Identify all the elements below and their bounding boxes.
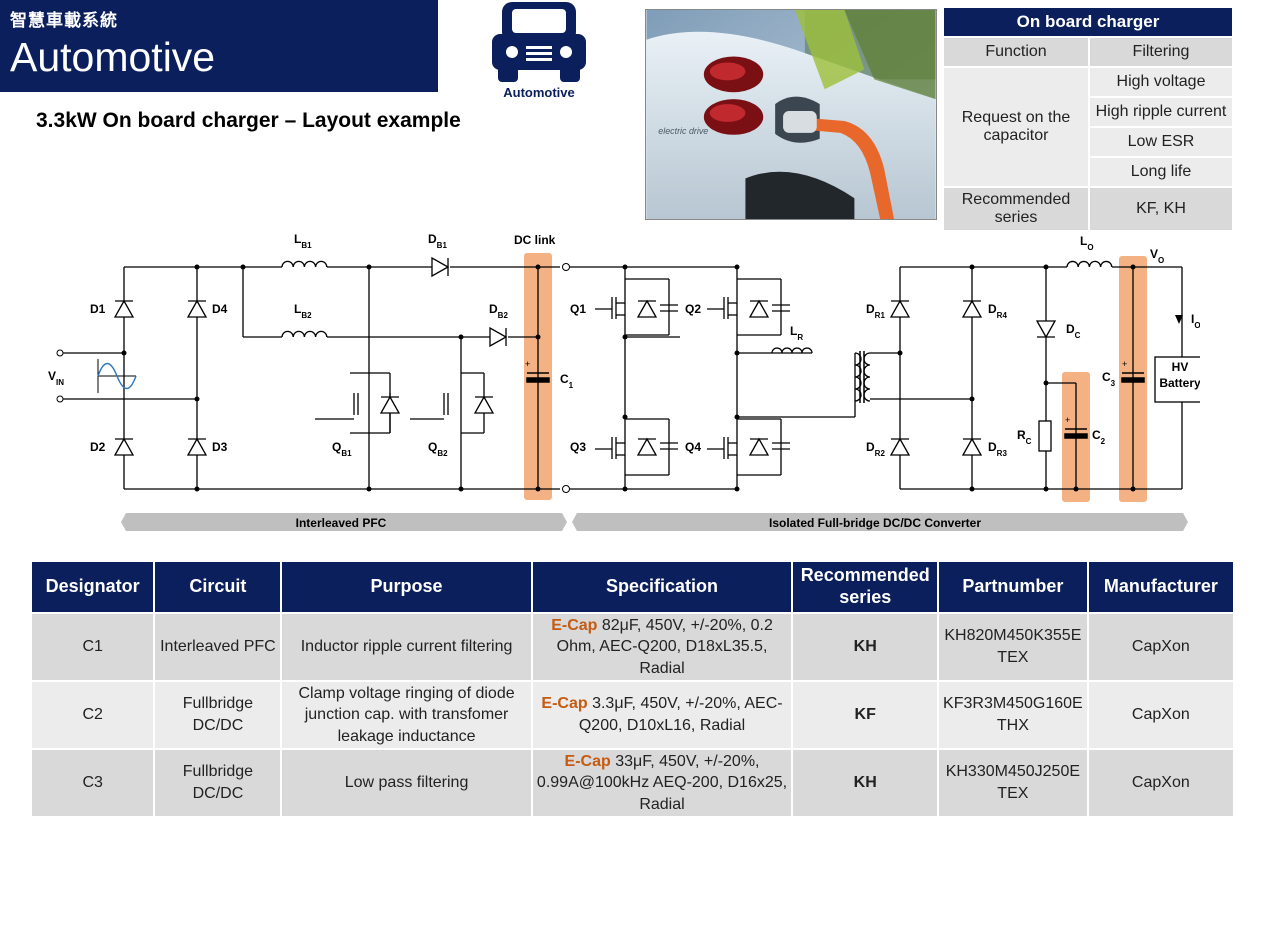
purpose-cell: Low pass filtering [282, 750, 531, 816]
photo-badge-text: electric drive [658, 126, 708, 136]
svg-text:+: + [1122, 359, 1127, 369]
label-c2: C2 [1092, 428, 1106, 446]
request-label: Request on the capacitor [944, 68, 1088, 186]
spec-cell: E-Cap 3.3μF, 450V, +/-20%, AEC-Q200, D10… [532, 682, 792, 748]
label-dr2: DR2 [866, 440, 885, 458]
requirements-table: On board charger Function Filtering Requ… [942, 6, 1234, 232]
label-lo: LO [1080, 234, 1094, 252]
label-d3: D3 [212, 440, 228, 454]
col-header: Purpose [282, 562, 531, 612]
series-cell: KF [793, 682, 938, 748]
spec-tag: E-Cap [551, 616, 598, 634]
label-dr3: DR3 [988, 440, 1007, 458]
svg-text:+: + [1065, 415, 1070, 425]
label-db1: DB1 [428, 232, 447, 250]
request-item: Long life [1090, 158, 1232, 186]
partnumber-cell: KF3R3M450G160E THX [939, 682, 1087, 748]
label-d2: D2 [90, 440, 106, 454]
label-io: IO [1191, 312, 1200, 330]
col-header: Manufacturer [1088, 562, 1233, 612]
purpose-cell: Inductor ripple current filtering [282, 614, 531, 680]
spec-text: 82μF, 450V, +/-20%, 0.2 Ohm, AEC-Q200, D… [556, 616, 773, 677]
spec-cell: E-Cap 82μF, 450V, +/-20%, 0.2 Ohm, AEC-Q… [532, 614, 792, 680]
circuit-schematic: + + + LB1 LB2 DB1 DB2 DC link D1 D4 D2 D… [48, 232, 1200, 531]
label-q1: Q1 [570, 302, 586, 316]
label-dc: DC [1066, 322, 1081, 340]
category-label: 智慧車載系統 [10, 11, 118, 30]
label-qb2: QB2 [428, 440, 448, 458]
capacitor-spec-table: Designator Circuit Purpose Specification… [30, 560, 1235, 818]
circuit-cell: Interleaved PFC [155, 614, 281, 680]
spec-tag: E-Cap [564, 752, 611, 770]
col-header: Circuit [155, 562, 281, 612]
filtering-label: Filtering [1090, 38, 1232, 66]
label-qb1: QB1 [332, 440, 352, 458]
request-item: Low ESR [1090, 128, 1232, 156]
spec-text: 3.3μF, 450V, +/-20%, AEC-Q200, D10xL16, … [578, 695, 783, 734]
automotive-icon-label: Automotive [503, 85, 575, 100]
function-label: Function [944, 38, 1088, 66]
ev-charging-photo: electric drive [645, 9, 937, 220]
spec-text: 33μF, 450V, +/-20%, 0.99A@100kHz AEQ-200… [536, 752, 788, 813]
label-q4: Q4 [685, 440, 701, 454]
label-c3: C3 [1102, 370, 1116, 388]
label-battery-line1: HV [1172, 360, 1189, 374]
label-d1: D1 [90, 302, 106, 316]
circuit-cell: Fullbridge DC/DC [155, 750, 281, 816]
label-dr4: DR4 [988, 302, 1007, 320]
table-row: C3 Fullbridge DC/DC Low pass filtering E… [32, 750, 1233, 816]
spec-cell: E-Cap 33μF, 450V, +/-20%, 0.99A@100kHz A… [532, 750, 792, 816]
label-lb2: LB2 [294, 302, 312, 320]
purpose-cell: Clamp voltage ringing of diode junction … [282, 682, 531, 748]
series-cell: KH [793, 614, 938, 680]
label-lb1: LB1 [294, 232, 312, 250]
request-item: High voltage [1090, 68, 1232, 96]
col-header: Specification [532, 562, 792, 612]
recommended-value: KF, KH [1090, 188, 1232, 230]
request-item: High ripple current [1090, 98, 1232, 126]
col-header: Partnumber [939, 562, 1087, 612]
designator-cell: C3 [32, 750, 154, 816]
designator-cell: C2 [32, 682, 154, 748]
recommended-label: Recommended series [944, 188, 1088, 230]
label-q2: Q2 [685, 302, 701, 316]
label-rc: RC [1017, 428, 1032, 446]
col-header: Designator [32, 562, 154, 612]
manufacturer-cell: CapXon [1088, 750, 1233, 816]
title-banner: 智慧車載系統 Automotive [0, 0, 438, 92]
manufacturer-cell: CapXon [1088, 682, 1233, 748]
label-q3: Q3 [570, 440, 586, 454]
label-lr: LR [790, 324, 803, 342]
series-cell: KH [793, 750, 938, 816]
label-battery-line2: Battery [1159, 376, 1200, 390]
label-c1: C1 [560, 372, 574, 390]
designator-cell: C1 [32, 614, 154, 680]
col-header: Recommended series [793, 562, 938, 612]
circuit-cell: Fullbridge DC/DC [155, 682, 281, 748]
car-icon [492, 2, 586, 82]
label-d4: D4 [212, 302, 228, 316]
requirements-title: On board charger [944, 8, 1232, 36]
partnumber-cell: KH820M450K355E TEX [939, 614, 1087, 680]
label-vo: VO [1150, 247, 1164, 265]
label-vin: VIN [48, 369, 64, 387]
svg-text:+: + [525, 359, 530, 369]
page-subtitle: 3.3kW On board charger – Layout example [36, 109, 461, 132]
pfc-stage-label: Interleaved PFC [296, 516, 387, 530]
table-row: C1 Interleaved PFC Inductor ripple curre… [32, 614, 1233, 680]
manufacturer-cell: CapXon [1088, 614, 1233, 680]
label-db2: DB2 [489, 302, 508, 320]
dcdc-stage-label: Isolated Full-bridge DC/DC Converter [769, 516, 981, 530]
label-dc-link: DC link [514, 233, 556, 247]
table-row: C2 Fullbridge DC/DC Clamp voltage ringin… [32, 682, 1233, 748]
dcdc-stage-arrow [572, 513, 1188, 531]
label-dr1: DR1 [866, 302, 885, 320]
spec-tag: E-Cap [541, 695, 588, 713]
partnumber-cell: KH330M450J250E TEX [939, 750, 1087, 816]
page-title: Automotive [10, 34, 216, 80]
pfc-stage-arrow [121, 513, 567, 531]
